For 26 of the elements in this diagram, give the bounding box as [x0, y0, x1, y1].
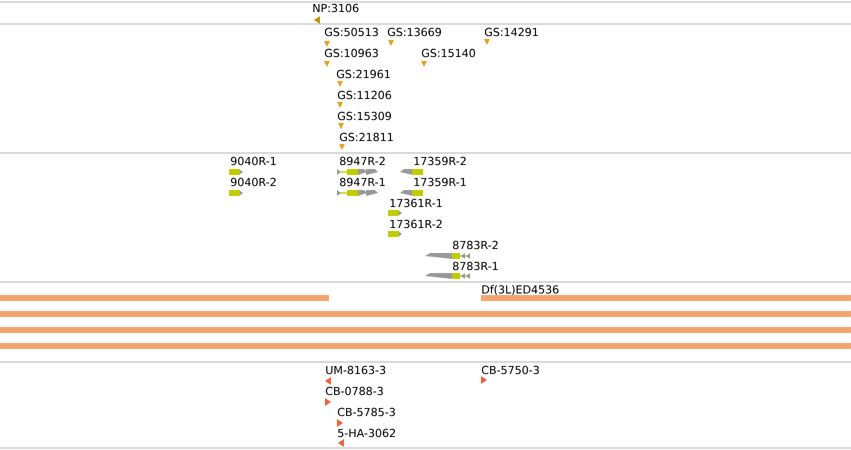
- feature-label: GS:11206: [338, 90, 392, 100]
- feature-label: 9040R-1: [230, 156, 276, 166]
- feature-label: Df(3L)ED4536: [482, 285, 558, 295]
- feature-label: GS:15140: [422, 48, 476, 58]
- feature-label: GS:50513: [324, 28, 378, 36]
- feature-label: GS:13669: [388, 28, 441, 36]
- feature-label: GS:15309: [338, 112, 391, 120]
- feature-label: CB-5785-3: [338, 408, 395, 416]
- feature-label: GS:21811: [340, 132, 393, 142]
- feature-label: 17359R-1: [414, 178, 466, 186]
- feature-label: 8947R-1: [340, 178, 385, 186]
- feature-label: 5-HA-3062: [338, 428, 395, 438]
- feature-label: 17361R-2: [390, 220, 442, 228]
- feature-label: 8783R-2: [453, 240, 498, 250]
- feature-label: NP:3106: [313, 4, 358, 12]
- feature-label: 8783R-1: [453, 262, 498, 270]
- feature-label: 17359R-2: [414, 156, 466, 166]
- feature-label: CB-5750-3: [482, 366, 539, 374]
- feature-label: CB-0788-3: [326, 386, 383, 396]
- feature-label: GS:14291: [484, 28, 538, 36]
- feature-label: UM-8163-3: [326, 366, 386, 374]
- feature-label: GS:21961: [336, 70, 390, 78]
- feature-label: 17361R-1: [390, 198, 442, 208]
- feature-label: 8947R-2: [340, 156, 385, 166]
- feature-label: GS:10963: [324, 48, 378, 58]
- feature-label: 9040R-2: [230, 178, 276, 186]
